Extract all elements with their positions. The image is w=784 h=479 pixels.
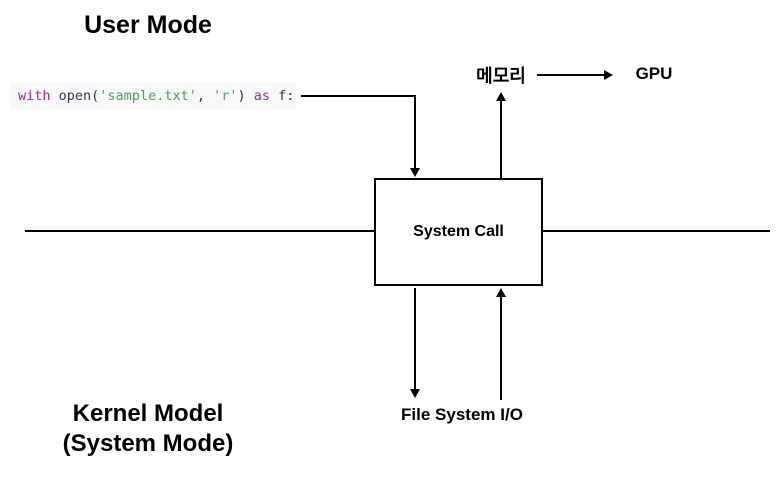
arrow-memory-to-gpu-head (604, 70, 613, 80)
code-snippet: with open('sample.txt', 'r') as f: (10, 83, 296, 109)
code-token-plain: ) (237, 88, 254, 104)
user-mode-label: User Mode (84, 11, 212, 39)
arrow-syscall-to-memory-line (500, 100, 502, 178)
code-token-plain: , (196, 88, 214, 104)
code-token-keyword: with (18, 88, 51, 104)
arrow-memory-to-gpu-line (537, 74, 605, 76)
file-system-io-label: File System I/O (401, 405, 523, 424)
arrow-code-to-syscall-hsegment (301, 95, 415, 97)
code-token-keyword: as (253, 88, 271, 104)
system-call-box: System Call (374, 178, 543, 286)
kernel-mode-label-line2: (System Mode) (62, 430, 234, 457)
arrow-syscall-to-fs-line (414, 288, 416, 390)
gpu-label: GPU (635, 64, 673, 83)
arrow-fs-to-syscall-head (496, 288, 506, 297)
arrow-code-to-syscall-vsegment (414, 95, 416, 169)
code-token-plain: open( (50, 88, 100, 104)
arrow-syscall-to-fs-head (410, 389, 420, 398)
code-token-string: 'sample.txt' (99, 88, 197, 104)
arrow-code-to-syscall-head (410, 168, 420, 177)
code-token-plain: f: (270, 88, 295, 104)
code-token-string: 'r' (213, 88, 238, 104)
kernel-mode-label: Kernel Model (System Mode) (38, 399, 258, 459)
system-call-label: System Call (413, 223, 504, 240)
memory-label: 메모리 (476, 66, 526, 86)
code-line: with open('sample.txt', 'r') as f: (18, 88, 294, 104)
arrow-fs-to-syscall-line (500, 297, 502, 400)
arrow-syscall-to-memory-head (496, 92, 506, 101)
kernel-mode-label-line1: Kernel Model (72, 400, 224, 427)
